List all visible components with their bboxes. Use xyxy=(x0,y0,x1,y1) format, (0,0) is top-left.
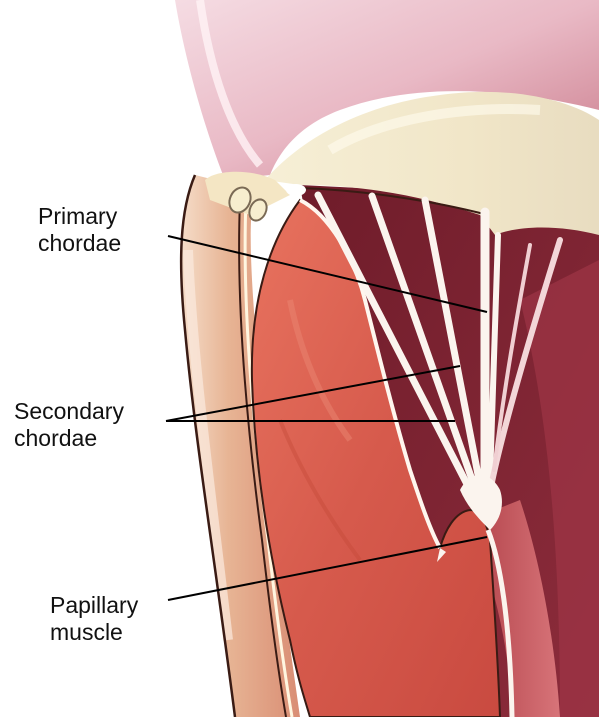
secondary-chordae-label-line2: chordae xyxy=(14,425,124,452)
primary-chordae-label-line2: chordae xyxy=(38,230,121,257)
primary-chordae-label: Primary chordae xyxy=(38,203,121,257)
secondary-chordae-label: Secondary chordae xyxy=(14,398,124,452)
secondary-chordae-label-line1: Secondary xyxy=(14,398,124,425)
papillary-muscle-label: Papillary muscle xyxy=(50,592,138,646)
papillary-muscle-label-line1: Papillary xyxy=(50,592,138,619)
papillary-muscle-label-line2: muscle xyxy=(50,619,138,646)
primary-chordae-label-line1: Primary xyxy=(38,203,121,230)
